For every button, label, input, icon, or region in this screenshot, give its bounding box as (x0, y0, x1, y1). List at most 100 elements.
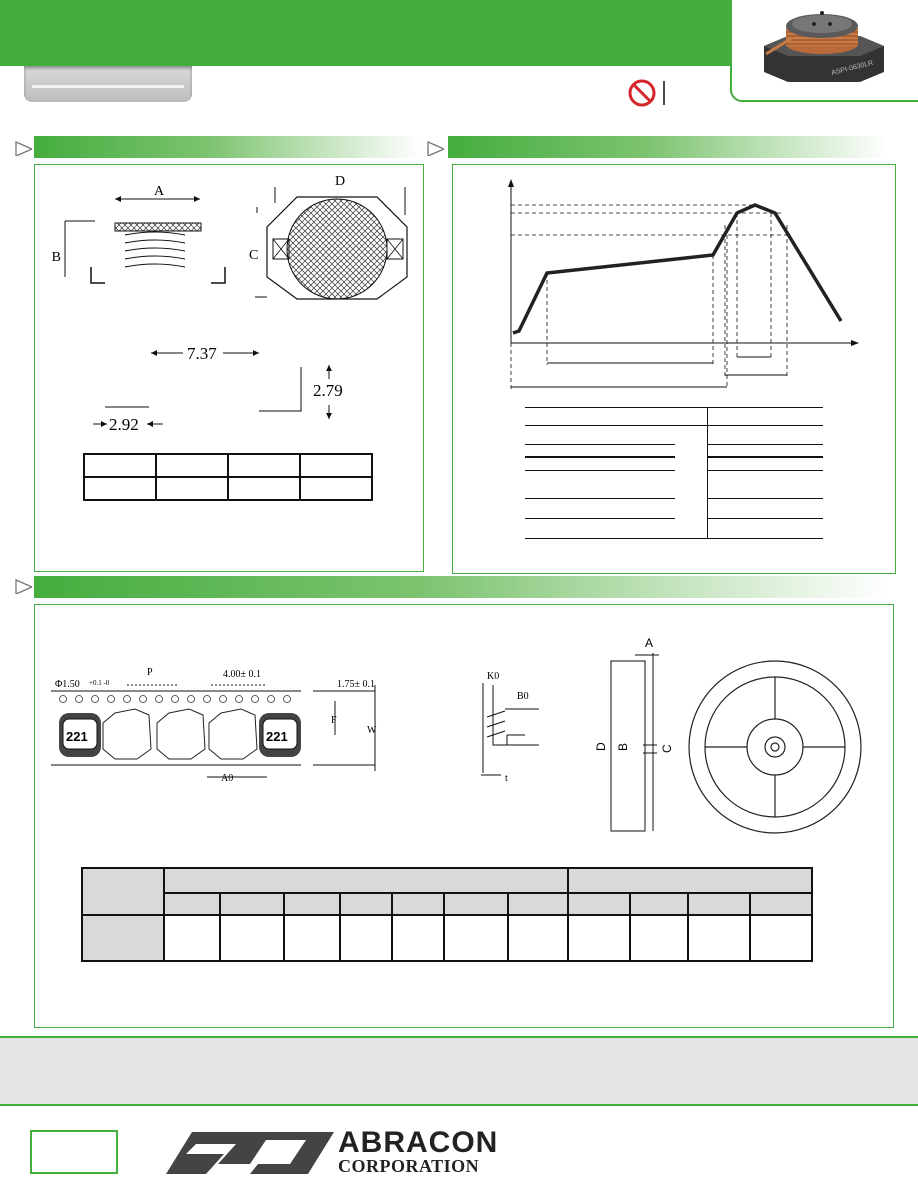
table-cell (507, 892, 569, 916)
table-cell (443, 914, 509, 962)
dim-label-a: A (154, 184, 165, 199)
dimensions-panel: A B D C 7.37 2.79 2.92 (34, 164, 424, 572)
dimensions-drawing: A B D C 7.37 2.79 2.92 (52, 174, 408, 434)
logo-wordmark: ABRACON (338, 1126, 499, 1159)
dimensions-table (83, 453, 373, 501)
dimensions-section-bar (34, 136, 420, 158)
table-cell (525, 425, 675, 445)
pad-height: 2.79 (313, 381, 343, 400)
tape-b0-label: B0 (517, 691, 529, 702)
tape-k0-label: K0 (487, 671, 499, 682)
table-cell (163, 914, 221, 962)
pad-length: 7.37 (187, 344, 217, 363)
table-cell (525, 407, 675, 426)
table-cell (283, 914, 341, 962)
section-arrow-icon (15, 579, 32, 594)
tape-a0-label: A0 (221, 773, 233, 784)
table-cell (83, 453, 157, 478)
tape-t-label: t (505, 773, 508, 784)
table-cell (675, 444, 708, 457)
table-cell (339, 914, 393, 962)
section-arrow-icon (15, 141, 32, 156)
inductor-photo: ASPI-0630LR (764, 11, 884, 82)
table-cell (675, 425, 708, 445)
pad-gap: 2.92 (109, 415, 139, 434)
table-cell (675, 456, 708, 471)
tape-w-label: W (367, 725, 377, 736)
table-cell (227, 476, 301, 501)
tape-part-left: 221 (59, 713, 101, 757)
tape-hole-dia-tol: +0.1 -0 (89, 679, 110, 687)
table-cell (567, 914, 631, 962)
table-cell (81, 867, 165, 916)
table-cell (219, 914, 285, 962)
tape-pitch-label: P (147, 667, 153, 678)
table-cell (507, 914, 569, 962)
table-cell (525, 456, 675, 471)
tape-pitch-4: 4.00± 0.1 (223, 669, 261, 680)
table-cell (629, 914, 689, 962)
table-cell (83, 476, 157, 501)
table-cell (163, 892, 221, 916)
footer-band (0, 1036, 918, 1106)
packaging-panel: 221 221 Φ1.50 +0.1 -0 P 4.00± 0.1 1.75± … (34, 604, 894, 1028)
table-cell (707, 425, 823, 445)
reflow-table (525, 407, 823, 539)
logo-subtitle: CORPORATION (338, 1156, 480, 1176)
table-cell (155, 476, 229, 501)
tape-hole-dia: Φ1.50 (55, 679, 80, 690)
product-photo-frame: ASPI-0630LR (730, 0, 918, 102)
reel-label-b: B (616, 743, 630, 751)
no-lead-icon (628, 79, 665, 107)
table-cell (707, 470, 823, 499)
table-cell (675, 518, 708, 539)
table-cell (629, 892, 689, 916)
tape-f-label: F (331, 715, 337, 726)
table-cell (707, 407, 823, 426)
table-cell (567, 892, 631, 916)
dim-label-d: D (335, 174, 345, 189)
table-cell (219, 892, 285, 916)
table-cell (81, 914, 165, 962)
tape-reel-drawing: 221 221 Φ1.50 +0.1 -0 P 4.00± 0.1 1.75± … (51, 636, 862, 834)
table-cell (707, 456, 823, 471)
table-cell (707, 444, 823, 458)
table-cell (443, 892, 509, 916)
table-cell (339, 892, 393, 916)
reel-label-a: A (645, 636, 653, 650)
table-cell (155, 453, 229, 478)
reflow-section-bar (448, 136, 888, 158)
abracon-logo-icon (166, 1132, 334, 1174)
table-cell (707, 498, 823, 519)
subtitle-tab (24, 66, 192, 102)
table-cell (299, 476, 373, 501)
table-cell (707, 518, 823, 539)
reel-label-d: D (594, 742, 608, 751)
reel-label-c: C (660, 744, 674, 753)
table-cell (749, 892, 813, 916)
packaging-section-bar (34, 576, 890, 598)
table-cell (299, 453, 373, 478)
table-cell (675, 498, 708, 519)
table-cell (675, 470, 708, 499)
reflow-panel (452, 164, 896, 574)
tape-reel-table (81, 867, 813, 962)
section-arrow-icon (427, 141, 444, 156)
page-number-box (30, 1130, 118, 1174)
table-cell (163, 867, 569, 894)
table-cell (675, 407, 708, 426)
table-cell (687, 892, 751, 916)
table-cell (525, 498, 675, 519)
table-cell (391, 914, 445, 962)
reel-front-view (688, 660, 862, 834)
tape-part-marking: 221 (266, 729, 288, 744)
tape-edge: 1.75± 0.1 (337, 679, 375, 690)
table-cell (227, 453, 301, 478)
table-cell (391, 892, 445, 916)
dim-label-c: C (249, 248, 258, 263)
table-cell (525, 470, 675, 499)
table-cell (567, 867, 813, 894)
table-cell (525, 444, 675, 458)
reflow-profile-chart (508, 179, 859, 389)
table-cell (525, 518, 675, 539)
